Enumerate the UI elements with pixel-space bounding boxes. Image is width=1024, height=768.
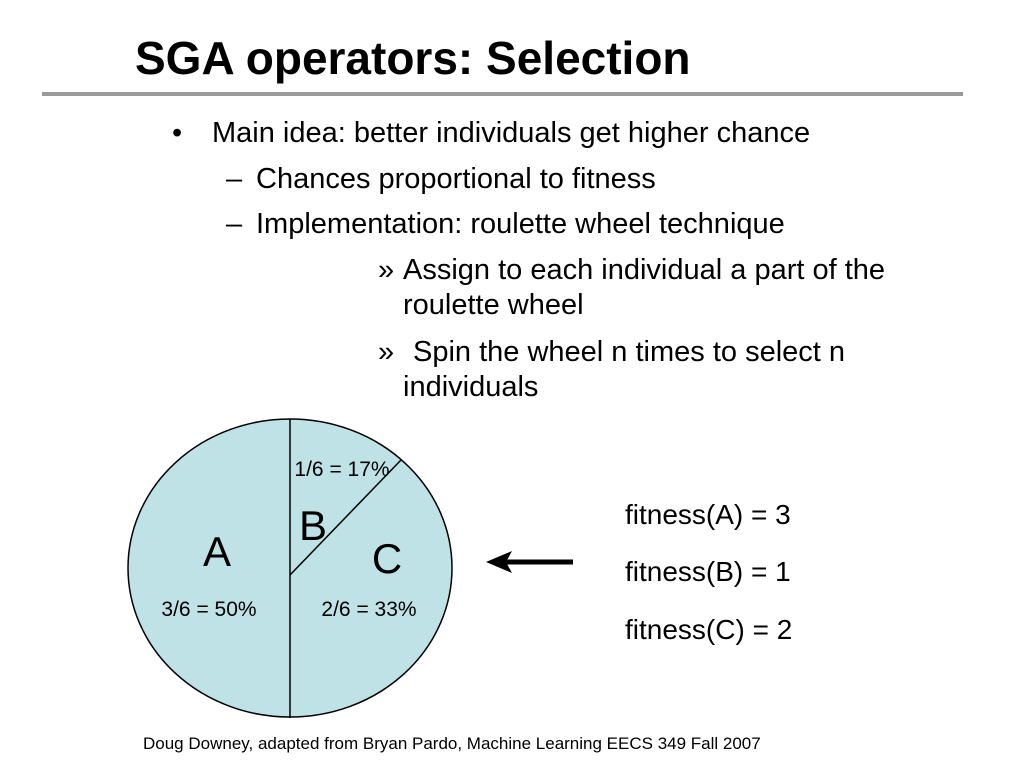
bullet-sub1-text: Chances proportional to fitness (256, 163, 656, 195)
bullet-marker: • (172, 117, 183, 149)
slice-label-b: B (299, 502, 327, 549)
slice-share-a: 3/6 = 50% (161, 598, 256, 621)
bullet-sub2-text: Implementation: roulette wheel technique (256, 208, 785, 240)
slide-footer: Doug Downey, adapted from Bryan Pardo, M… (143, 734, 761, 753)
divider-b-c (289, 459, 402, 576)
fitness-c: fitness(C) = 2 (625, 614, 793, 645)
chevron-marker: » (378, 254, 395, 286)
slice-label-a: A (203, 528, 231, 575)
bullet-subsub2-line2: individuals (403, 371, 539, 403)
title-divider (42, 92, 963, 96)
roulette-wheel: A B C 1/6 = 17% 3/6 = 50% 2/6 = 33% (127, 418, 453, 718)
dash-marker: – (226, 208, 243, 240)
slide-title: SGA operators: Selection (135, 32, 691, 84)
left-arrow-icon (486, 551, 573, 573)
bullet-subsub2-line1: Spin the wheel n times to select n (413, 336, 846, 368)
bullet-subsub1-line2: roulette wheel (403, 289, 584, 321)
fitness-a: fitness(A) = 3 (625, 499, 791, 530)
fitness-b: fitness(B) = 1 (625, 556, 791, 587)
slice-label-c: C (372, 535, 402, 582)
slice-share-c: 2/6 = 33% (321, 598, 416, 621)
bullet-main-text: Main idea: better individuals get higher… (212, 117, 811, 149)
bullet-subsub1-line1: Assign to each individual a part of the (403, 254, 886, 286)
slice-share-b: 1/6 = 17% (294, 458, 389, 481)
dash-marker: – (226, 163, 243, 195)
chevron-marker: » (378, 336, 395, 368)
